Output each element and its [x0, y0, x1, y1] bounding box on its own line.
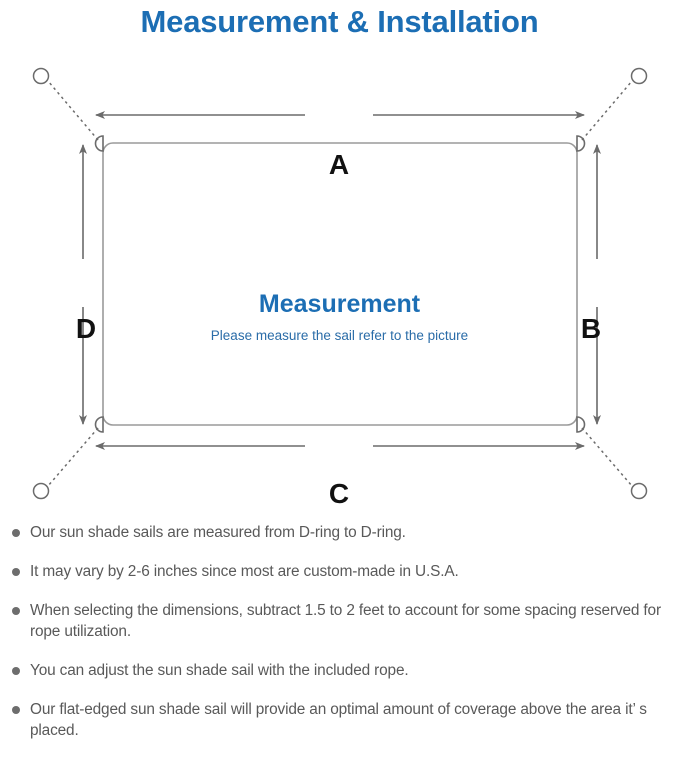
list-item: It may vary by 2-6 inches since most are… [0, 561, 679, 582]
list-item-text: It may vary by 2-6 inches since most are… [30, 563, 459, 580]
page-root: Measurement & Installation [0, 4, 679, 739]
anchor-ring-top-right [630, 67, 648, 85]
notes-list: Our sun shade sails are measured from D-… [0, 522, 679, 759]
list-item-text: Our sun shade sails are measured from D-… [30, 524, 406, 541]
measurement-diagram: Measurement Please measure the sail refe… [0, 52, 679, 512]
anchor-ring-bottom-left [32, 482, 50, 500]
dimension-label-c: C [328, 478, 350, 509]
list-item-text: When selecting the dimensions, subtract … [30, 602, 661, 640]
sail-body [102, 142, 578, 426]
list-item-text: Our flat-edged sun shade sail will provi… [30, 701, 647, 739]
rope-line-bottom-right [581, 427, 633, 487]
anchor-ring-bottom-right [630, 482, 648, 500]
dimension-label-b: B [580, 313, 602, 344]
bullet-dot-icon [12, 607, 20, 615]
list-item: Our sun shade sails are measured from D-… [0, 522, 679, 543]
bullet-dot-icon [12, 568, 20, 576]
list-item: Our flat-edged sun shade sail will provi… [0, 699, 679, 741]
diagram-svg [32, 67, 648, 500]
list-item: You can adjust the sun shade sail with t… [0, 660, 679, 681]
dimension-label-d: D [75, 313, 97, 344]
bullet-dot-icon [12, 706, 20, 714]
bullet-dot-icon [12, 529, 20, 537]
sail-center-subtext: Please measure the sail refer to the pic… [210, 328, 469, 343]
list-item-text: You can adjust the sun shade sail with t… [30, 662, 409, 679]
rope-line-top-right [581, 80, 633, 141]
rope-line-top-left [47, 80, 99, 141]
rope-line-bottom-left [47, 427, 99, 487]
dimension-label-a: A [328, 149, 350, 180]
page-title: Measurement & Installation [140, 4, 539, 39]
bullet-dot-icon [12, 667, 20, 675]
anchor-ring-top-left [32, 67, 50, 85]
sail-center-heading: Measurement [258, 290, 421, 318]
list-item: When selecting the dimensions, subtract … [0, 600, 679, 642]
